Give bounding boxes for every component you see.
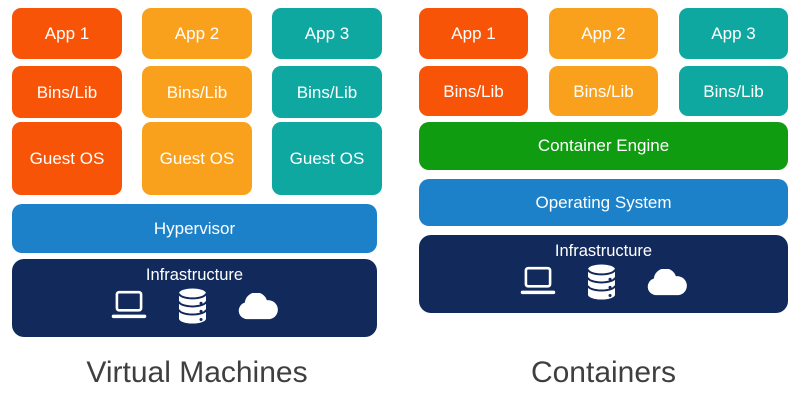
vm-guestos-3-label: Guest OS (289, 149, 365, 168)
vm-binslib-1-block: Bins/Lib (12, 66, 122, 118)
containers-infrastructure-icons (419, 264, 788, 300)
container-app-2-label: App 2 (581, 24, 626, 43)
hypervisor-label: Hypervisor (153, 218, 236, 238)
container-binslib-3-block: Bins/Lib (679, 66, 788, 116)
virtual-machines-stack: App 1 Bins/Lib Guest OS App 2 Bins/Lib G… (12, 8, 382, 389)
container-engine-bar: Container Engine (419, 122, 788, 170)
container-app-2-block: App 2 (549, 8, 658, 59)
vm-app-1-block: App 1 (12, 8, 122, 59)
vm-app-2-block: App 2 (142, 8, 252, 59)
vm-app-3-block: App 3 (272, 8, 382, 59)
container-binslib-2-block: Bins/Lib (549, 66, 658, 116)
container-binslib-1-block: Bins/Lib (419, 66, 528, 116)
vm-binslib-3-label: Bins/Lib (296, 82, 358, 102)
vm-app-1-label: App 1 (44, 24, 90, 43)
vm-guestos-1-block: Guest OS (12, 122, 122, 195)
vm-app-3-label: App 3 (304, 24, 350, 43)
hypervisor-bar: Hypervisor (12, 204, 377, 253)
vm-infrastructure-icons (12, 288, 377, 324)
container-app-3-label: App 3 (711, 24, 756, 43)
container-binslib-1-label: Bins/Lib (443, 81, 504, 101)
database-icon (587, 264, 616, 300)
cloud-icon (646, 268, 688, 296)
vm-title: Virtual Machines (86, 356, 308, 389)
container-app-3-block: App 3 (679, 8, 788, 59)
container-column-1: App 1 Bins/Lib (419, 8, 528, 116)
vm-binslib-3-block: Bins/Lib (272, 66, 382, 118)
vm-infrastructure-label: Infrastructure (145, 266, 244, 284)
container-app-1-label: App 1 (451, 24, 496, 43)
operating-system-bar: Operating System (419, 179, 788, 226)
vm-column-1: App 1 Bins/Lib Guest OS (12, 8, 122, 195)
container-column-3: App 3 Bins/Lib (679, 8, 788, 116)
containers-stack: App 1 Bins/Lib App 2 Bins/Lib App 3 Bins… (419, 8, 788, 389)
containers-title: Containers (530, 356, 677, 389)
containers-infrastructure-bar: Infrastructure (419, 235, 788, 313)
vm-binslib-2-block: Bins/Lib (142, 66, 252, 118)
vm-binslib-1-label: Bins/Lib (36, 82, 98, 102)
vm-app-2-label: App 2 (174, 24, 220, 43)
container-app-1-block: App 1 (419, 8, 528, 59)
containers-columns: App 1 Bins/Lib App 2 Bins/Lib App 3 Bins… (419, 8, 788, 116)
laptop-icon (110, 290, 148, 322)
vm-guestos-1-label: Guest OS (29, 149, 105, 168)
cloud-icon (237, 292, 279, 320)
container-binslib-3-label: Bins/Lib (703, 81, 764, 101)
vm-guestos-3-block: Guest OS (272, 122, 382, 195)
laptop-icon (519, 266, 557, 298)
vm-column-2: App 2 Bins/Lib Guest OS (142, 8, 252, 195)
vm-columns: App 1 Bins/Lib Guest OS App 2 Bins/Lib G… (12, 8, 382, 195)
container-column-2: App 2 Bins/Lib (549, 8, 658, 116)
containers-infrastructure-label: Infrastructure (554, 242, 653, 260)
vm-column-3: App 3 Bins/Lib Guest OS (272, 8, 382, 195)
vm-binslib-2-label: Bins/Lib (166, 82, 228, 102)
vm-guestos-2-label: Guest OS (159, 149, 235, 168)
container-binslib-2-label: Bins/Lib (573, 81, 634, 101)
container-engine-label: Container Engine (537, 136, 670, 155)
vm-infrastructure-bar: Infrastructure (12, 259, 377, 337)
database-icon (178, 288, 207, 324)
operating-system-label: Operating System (535, 192, 672, 212)
vm-guestos-2-block: Guest OS (142, 122, 252, 195)
